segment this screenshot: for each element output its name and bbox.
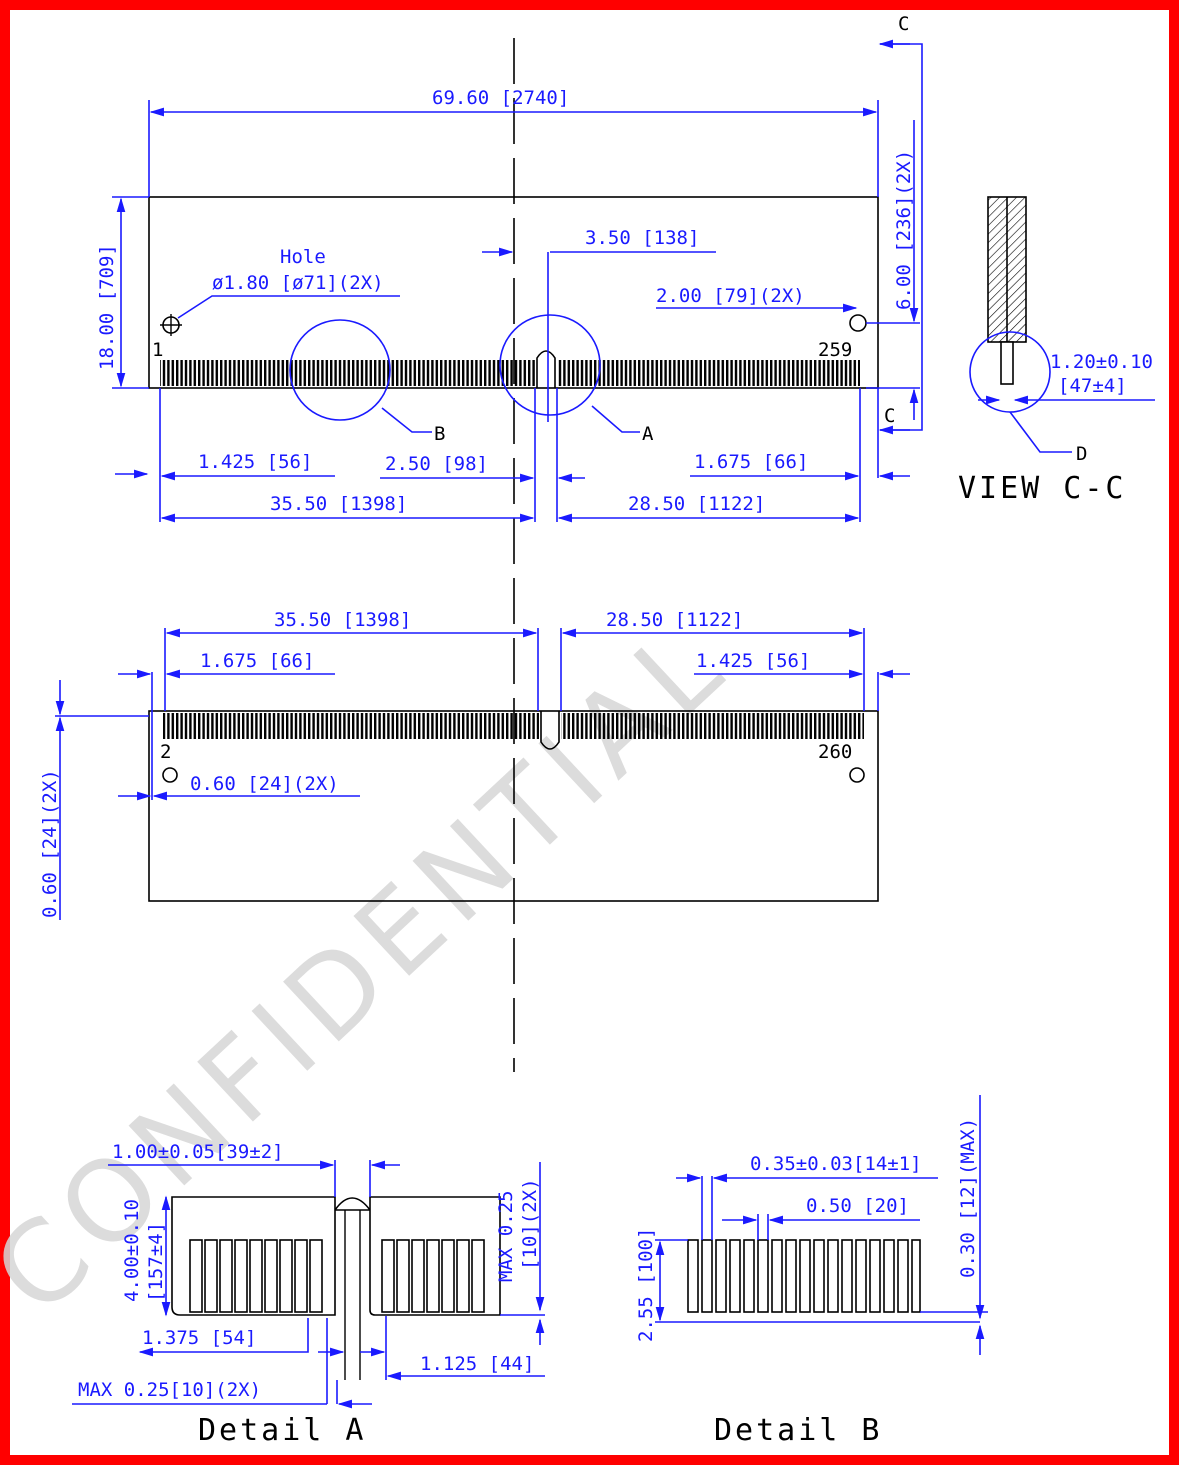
notch-offset-label: 3.50 [138] <box>585 227 699 249</box>
mounting-hole-back-right <box>849 767 865 783</box>
pcb-outline-front <box>148 196 879 389</box>
detail-a-board-left <box>171 1196 336 1316</box>
back-view: 2 260 35.50 [1398] 28.50 [1122] 1.675 [6… <box>39 609 910 920</box>
callout-a: A <box>642 423 654 445</box>
detail-a-title: Detail A <box>198 1413 367 1448</box>
detail-b-pitch-label: 0.50 [20] <box>806 1195 909 1217</box>
detail-a-notch <box>334 1197 371 1211</box>
detail-a-pad-height-label: 4.00±0.10 <box>121 1199 143 1302</box>
detail-a-circle <box>499 314 601 416</box>
left-pitch-label: 1.425 [56] <box>198 451 312 473</box>
detail-a-right-offset-label: 1.125 [44] <box>420 1353 534 1375</box>
detail-b-title: Detail B <box>714 1413 883 1448</box>
mounting-hole-right <box>849 314 867 332</box>
thickness-mils-label: [47±4] <box>1058 375 1127 397</box>
callout-b: B <box>434 423 445 445</box>
key-notch <box>536 350 556 388</box>
pin-260-label: 260 <box>818 741 852 763</box>
mounting-hole-back-left <box>162 767 178 783</box>
detail-a-max-bottom-label: MAX 0.25[10](2X) <box>78 1379 261 1401</box>
detail-b-max-height-label: 0.30 [12](MAX) <box>957 1118 979 1278</box>
edge-offset-label: 0.60 [24](2X) <box>190 773 339 795</box>
view-cc: 1.20±0.10 [47±4] D VIEW C-C <box>958 196 1155 506</box>
detail-a: 1.00±0.05[39±2] 4.00±0.10 [157±4] MAX 0.… <box>72 1141 545 1448</box>
section-mark-bottom: C <box>884 405 895 427</box>
back-right-span-label: 28.50 [1122] <box>606 609 743 631</box>
right-height-label: 6.00 [236](2X) <box>893 150 915 310</box>
detail-b-circle <box>289 319 391 421</box>
pin-row-back-right <box>561 713 864 739</box>
detail-b-height-label: 2.55 [100] <box>635 1228 657 1342</box>
detail-a-left-offset-label: 1.375 [54] <box>142 1327 256 1349</box>
pin-row-left <box>160 360 535 386</box>
overall-width-label: 69.60 [2740] <box>432 87 569 109</box>
height-label: 18.00 [709] <box>96 244 118 370</box>
back-left-pitch-label: 1.675 [66] <box>200 650 314 672</box>
section-mark-top: C <box>898 13 909 35</box>
pin-2-label: 2 <box>160 741 171 763</box>
right-pitch-label: 1.675 [66] <box>694 451 808 473</box>
right-hole-label: 2.00 [79](2X) <box>656 285 805 307</box>
back-left-span-label: 35.50 [1398] <box>274 609 411 631</box>
detail-a-notch-width-label: 1.00±0.05[39±2] <box>112 1141 284 1163</box>
detail-a-board-right <box>369 1196 501 1316</box>
detail-b-pad-width-label: 0.35±0.03[14±1] <box>750 1153 922 1175</box>
detail-a-max-top-label: MAX 0.25 <box>495 1190 517 1282</box>
right-span-label: 28.50 [1122] <box>628 493 765 515</box>
view-cc-title: VIEW C-C <box>958 471 1127 506</box>
left-span-label: 35.50 [1398] <box>270 493 407 515</box>
detail-a-max-top-mils-label: [10](2X) <box>519 1178 541 1270</box>
hole-diameter-label: ø1.80 [ø71](2X) <box>212 272 384 294</box>
notch-width-label: 2.50 [98] <box>385 453 488 475</box>
key-notch-back <box>540 711 560 750</box>
pcb-outline-back <box>148 710 879 902</box>
pin-259-label: 259 <box>818 339 852 361</box>
front-view: 69.60 [2740] 18.00 [709] Hole ø1.80 [ø71… <box>96 13 923 523</box>
pin-row-right <box>557 360 860 386</box>
pin-row-back-left <box>163 713 539 739</box>
pin-1-label: 1 <box>152 339 163 361</box>
thickness-label: 1.20±0.10 <box>1050 351 1153 373</box>
callout-d: D <box>1076 443 1087 465</box>
detail-b: 0.35±0.03[14±1] 0.50 [20] 2.55 [100] 0.3… <box>635 1095 988 1448</box>
side-offset-label: 0.60 [24](2X) <box>39 769 61 918</box>
back-right-pitch-label: 1.425 [56] <box>696 650 810 672</box>
hole-label: Hole <box>280 246 326 268</box>
detail-a-pad-height-mils-label: [157±4] <box>145 1222 167 1302</box>
